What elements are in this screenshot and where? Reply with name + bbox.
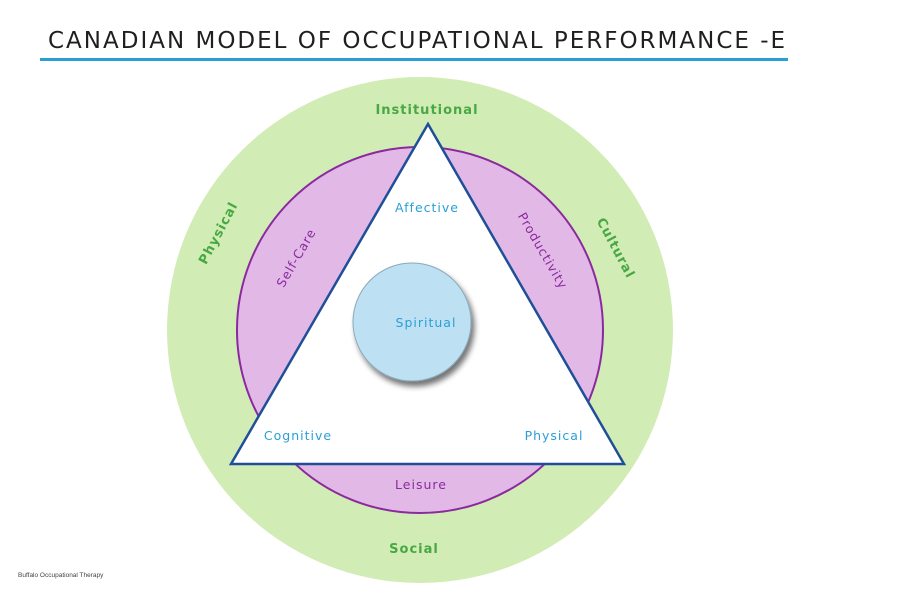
core-label-spiritual: Spiritual — [396, 315, 457, 330]
page-title: CANADIAN MODEL OF OCCUPATIONAL PERFORMAN… — [48, 28, 788, 54]
occupation-label-leisure: Leisure — [395, 477, 447, 492]
footer-credit: Buffalo Occupational Therapy — [18, 572, 104, 579]
environment-label-social: Social — [389, 542, 439, 557]
title-underline — [40, 58, 788, 61]
person-label-affective: Affective — [395, 200, 459, 215]
spiritual-core — [352, 262, 472, 382]
environment-label-institutional: Institutional — [375, 103, 478, 118]
person-label-cognitive: Cognitive — [264, 428, 332, 443]
person-label-physical: Physical — [525, 428, 584, 443]
